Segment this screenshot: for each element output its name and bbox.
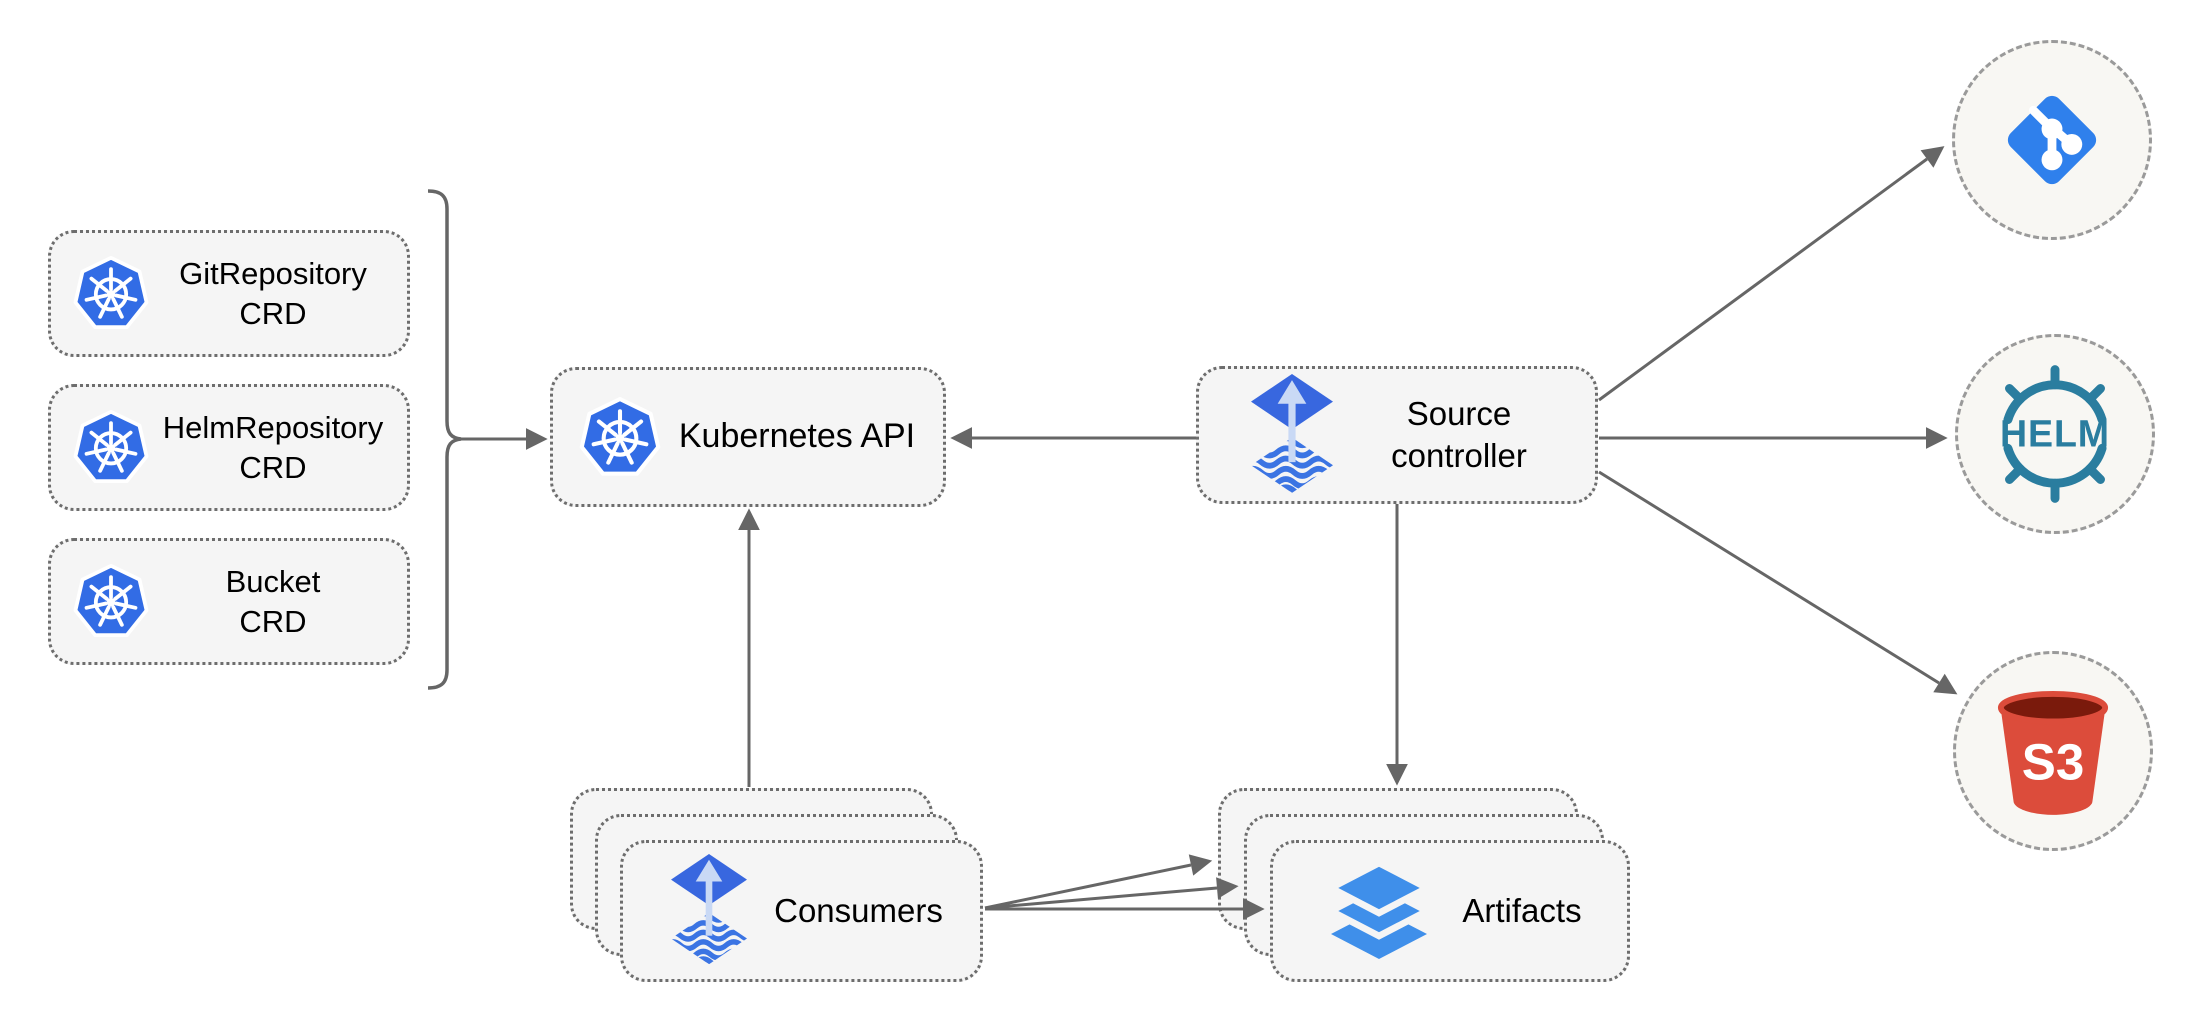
kubernetes-icon	[73, 254, 149, 333]
source-controller-label: Source controller	[1391, 394, 1527, 474]
arrow-source-controller-to-s3	[1598, 470, 1958, 695]
node-artifacts: Artifacts	[1270, 840, 1630, 982]
helm-icon: HELM	[2000, 365, 2110, 503]
node-source-controller: Source controller	[1196, 366, 1598, 504]
helm-icon-text: HELM	[2000, 413, 2110, 455]
s3-icon-text: S3	[2022, 734, 2085, 791]
node-bucket-crd: Bucket CRD	[48, 538, 410, 665]
kubernetes-icon	[73, 562, 149, 641]
arrow-consumers-to-artifacts-back	[984, 854, 1213, 910]
s3-bucket-icon: S3	[1997, 691, 2109, 815]
artifacts-label: Artifacts	[1462, 891, 1582, 929]
kubernetes-icon	[73, 408, 149, 487]
endpoint-s3: S3	[1953, 651, 2153, 851]
bucket-crd-label: Bucket CRD	[225, 563, 321, 639]
crd-bracket	[427, 189, 462, 690]
endpoint-git	[1952, 40, 2152, 240]
git-icon	[2007, 95, 2097, 185]
helmrepository-crd-label: HelmRepository CRD	[162, 409, 384, 485]
node-gitrepository-crd: GitRepository CRD	[48, 230, 410, 357]
arrow-source-controller-to-git	[1598, 146, 1945, 402]
kubernetes-icon	[579, 395, 661, 480]
flux-icon	[1251, 374, 1333, 497]
node-consumers: Consumers	[620, 840, 983, 982]
flux-icon	[671, 854, 747, 968]
endpoint-helm: HELM	[1955, 334, 2155, 534]
gitrepository-crd-label: GitRepository CRD	[179, 255, 367, 331]
arrow-consumers-to-artifacts-middle	[984, 877, 1239, 910]
layers-icon	[1331, 863, 1427, 959]
consumers-label: Consumers	[774, 891, 943, 929]
kubernetes-api-label: Kubernetes API	[678, 417, 916, 456]
node-kubernetes-api: Kubernetes API	[550, 367, 946, 507]
node-helmrepository-crd: HelmRepository CRD	[48, 384, 410, 511]
